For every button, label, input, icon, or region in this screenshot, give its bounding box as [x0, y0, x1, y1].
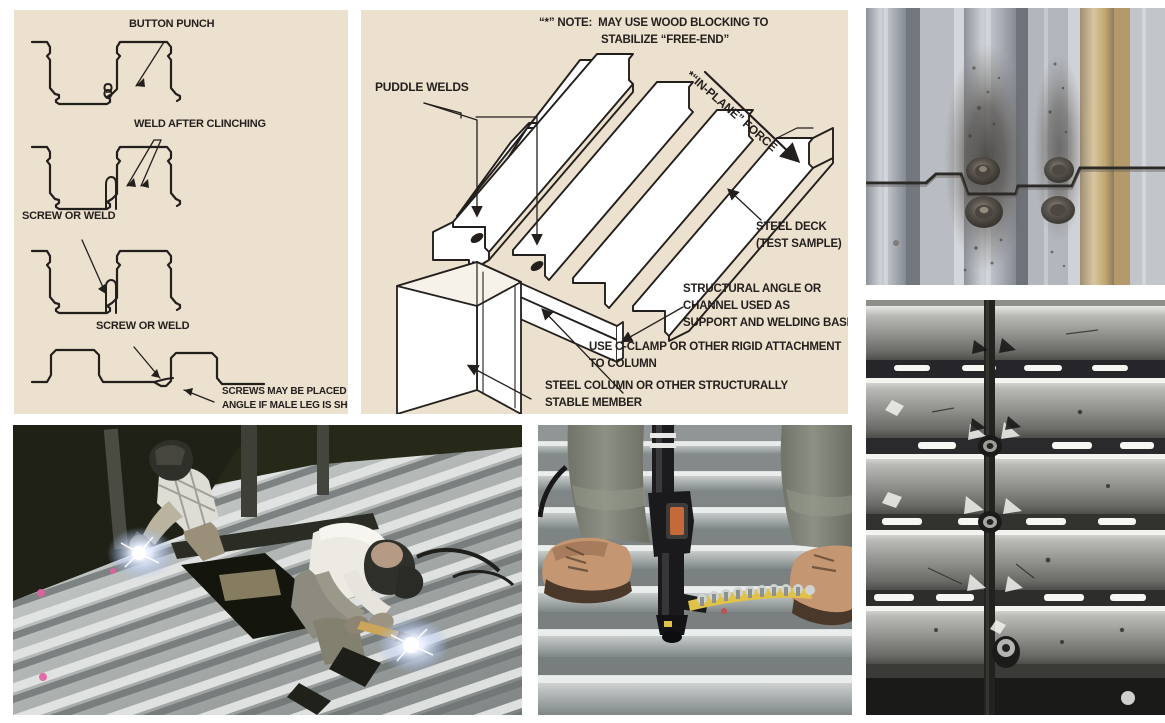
- label-structural-angle-line3: SUPPORT AND WELDING BASE: [683, 317, 848, 329]
- label-screw-or-weld-upper: SCREW OR WELD: [22, 210, 116, 222]
- bw-diaphragm-image: [866, 300, 1165, 715]
- label-screw-angle-note-line1: SCREWS MAY BE PLACED AT AN: [222, 386, 347, 397]
- label-screw-or-weld-lower: SCREW OR WELD: [96, 320, 190, 332]
- label-structural-angle-line2: CHANNEL USED AS: [683, 300, 790, 312]
- photo-powder-actuated-tool: [538, 425, 852, 715]
- panel-isometric-test-setup: “*” NOTE: MAY USE WOOD BLOCKING TO STABI…: [361, 10, 848, 414]
- welders-image: [13, 425, 522, 715]
- isometric-test-setup-drawing: [396, 53, 834, 414]
- label-screw-angle-note-line2: ANGLE IF MALE LEG IS SHORT: [222, 400, 348, 411]
- label-puddle-welds: PUDDLE WELDS: [375, 80, 469, 94]
- panel-deck-profiles: BUTTON PUNCH WELD AFTER CLINCHING SCREW …: [14, 10, 348, 414]
- label-steel-deck-line1: STEEL DECK: [756, 221, 827, 233]
- powder-actuated-tool-image: [538, 425, 852, 715]
- photo-welders-on-deck: [13, 425, 522, 715]
- label-c-clamp-line1: USE C-CLAMP OR OTHER RIGID ATTACHMENT: [589, 341, 842, 353]
- label-button-punch: BUTTON PUNCH: [129, 18, 215, 30]
- label-steel-column-line1: STEEL COLUMN OR OTHER STRUCTURALLY: [545, 380, 789, 392]
- arc-spot-welds-image: [866, 8, 1165, 285]
- photo-bw-diaphragm-test-panel: [866, 300, 1165, 715]
- photo-arc-spot-welds-closeup: [866, 8, 1165, 285]
- label-steel-deck-line2: (TEST SAMPLE): [756, 238, 842, 250]
- label-note-line1: “*” NOTE: MAY USE WOOD BLOCKING TO: [539, 17, 769, 29]
- label-c-clamp-line2: TO COLUMN: [589, 358, 657, 370]
- label-note-line2: STABILIZE “FREE-END”: [601, 34, 730, 46]
- label-steel-column-line2: STABLE MEMBER: [545, 397, 642, 409]
- label-structural-angle-line1: STRUCTURAL ANGLE OR: [683, 283, 822, 295]
- label-weld-after-clinching: WELD AFTER CLINCHING: [134, 118, 266, 130]
- deck-profiles-drawing: [30, 40, 266, 403]
